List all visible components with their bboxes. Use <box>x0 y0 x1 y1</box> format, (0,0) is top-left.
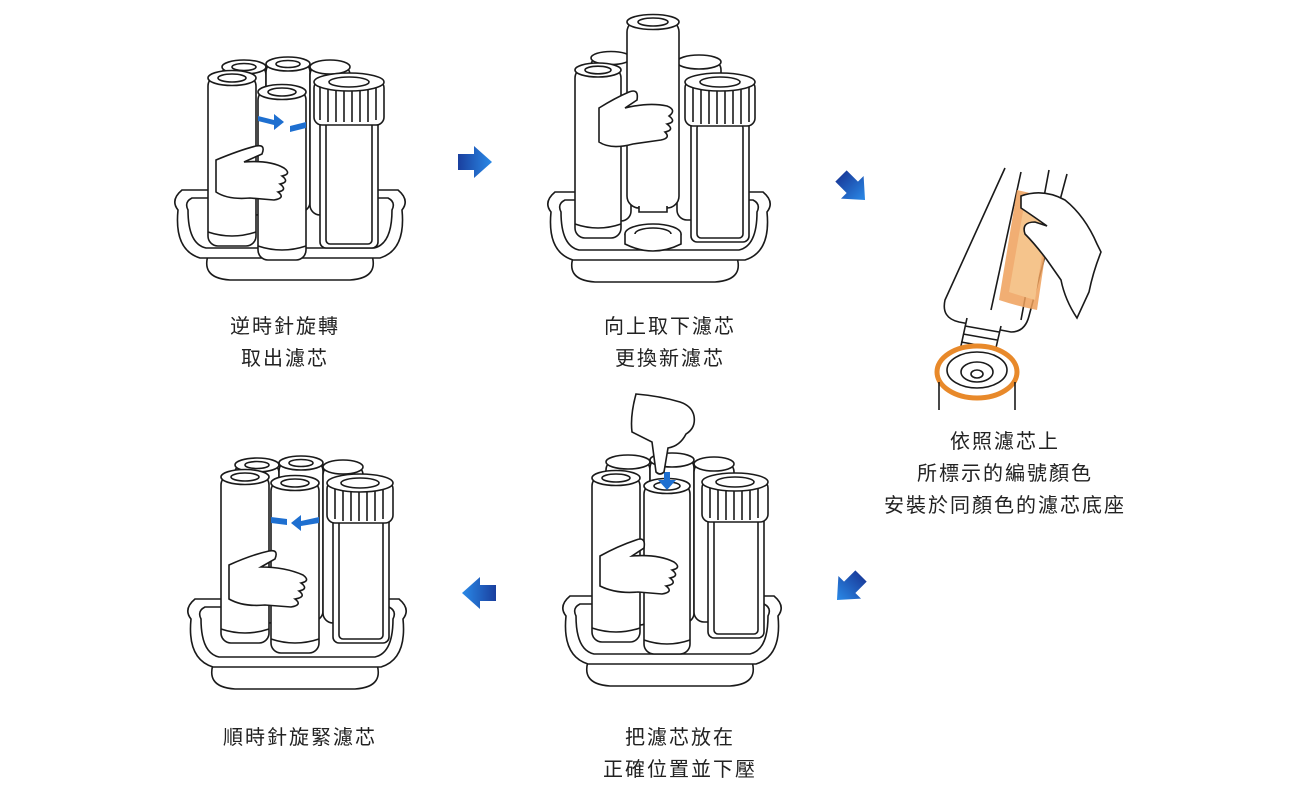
arrow-left-icon <box>460 575 498 615</box>
step-4-illustration <box>560 388 785 703</box>
filter-cartridge-front-middle <box>271 476 319 654</box>
caption-line: 取出濾芯 <box>190 342 380 374</box>
caption-line: 依照濾芯上 <box>860 425 1150 457</box>
arrow-down-left-icon <box>830 570 870 614</box>
filter-housing-clear <box>327 474 393 643</box>
filter-housing-clear <box>702 473 768 638</box>
step-5-illustration <box>185 455 410 705</box>
step-3-illustration <box>925 160 1110 415</box>
arrow-right-icon <box>456 144 494 184</box>
filter-cartridge-front-left <box>575 63 621 238</box>
filter-housing-clear <box>314 73 384 248</box>
step-2-illustration <box>545 12 775 297</box>
caption-line: 所標示的編號顏色 <box>860 457 1150 489</box>
step-2-caption: 向上取下濾芯 更換新濾芯 <box>565 310 775 374</box>
caption-line: 順時針旋緊濾芯 <box>195 721 405 753</box>
filter-housing-clear <box>685 73 755 242</box>
caption-line: 安裝於同顏色的濾芯底座 <box>860 489 1150 521</box>
empty-filter-socket <box>625 224 681 251</box>
arrow-down-right-icon <box>834 170 874 214</box>
color-coded-socket <box>937 346 1017 410</box>
caption-line: 正確位置並下壓 <box>575 753 785 785</box>
caption-line: 向上取下濾芯 <box>565 310 775 342</box>
caption-line: 把濾芯放在 <box>575 721 785 753</box>
step-3-caption: 依照濾芯上 所標示的編號顏色 安裝於同顏色的濾芯底座 <box>860 425 1150 521</box>
step-4-caption: 把濾芯放在 正確位置並下壓 <box>575 721 785 785</box>
caption-line: 逆時針旋轉 <box>190 310 380 342</box>
step-1-caption: 逆時針旋轉 取出濾芯 <box>190 310 380 374</box>
step-1-illustration <box>170 50 410 295</box>
caption-line: 更換新濾芯 <box>565 342 775 374</box>
step-5-caption: 順時針旋緊濾芯 <box>195 721 405 753</box>
